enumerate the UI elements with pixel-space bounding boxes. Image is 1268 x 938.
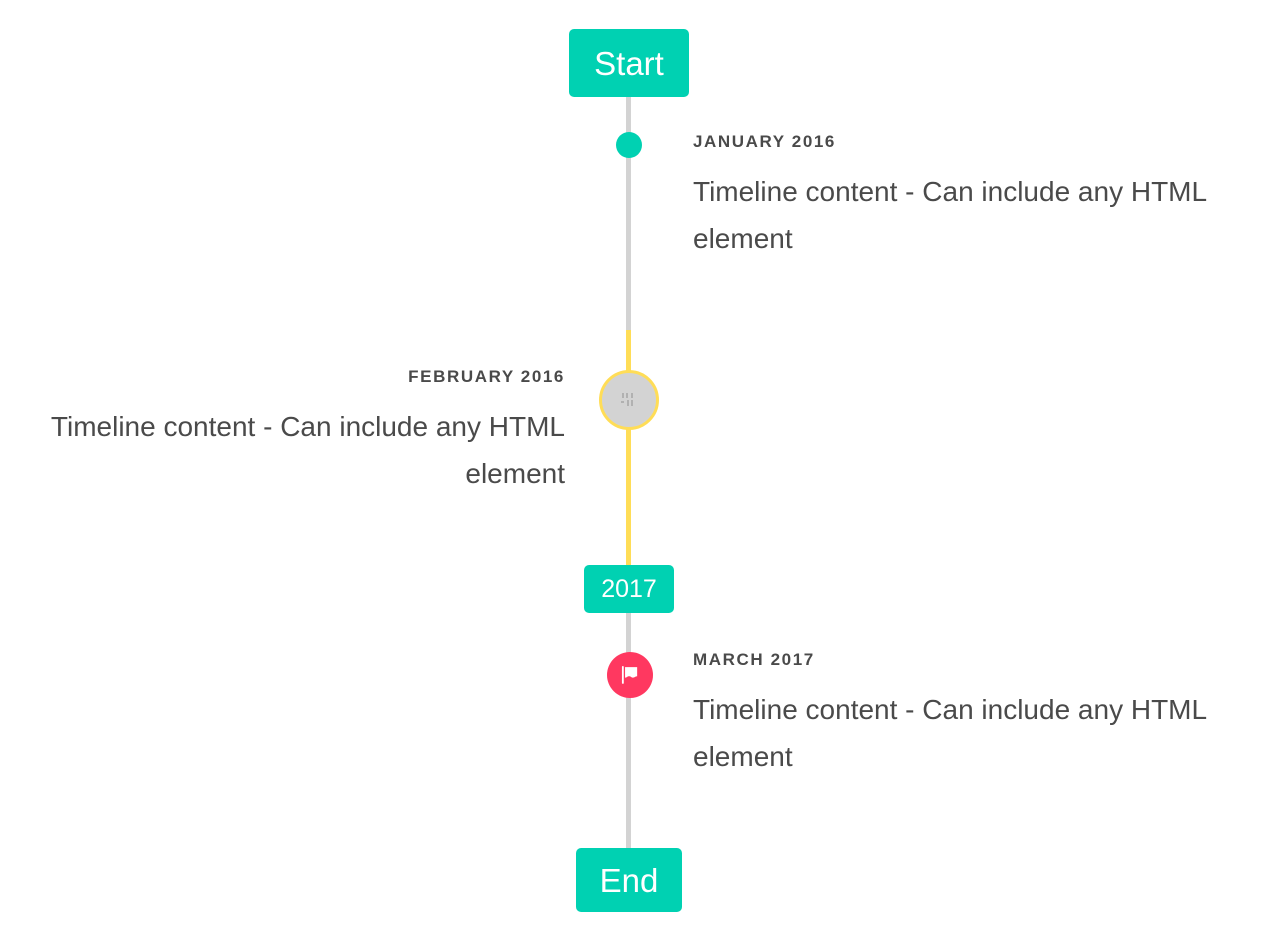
- timeline-item-heading: JANUARY 2016: [693, 132, 836, 151]
- timeline-item-body: Timeline content - Can include any HTML …: [693, 175, 1207, 255]
- flag-icon: [621, 666, 638, 684]
- timeline-connector-january-to-february: [626, 330, 631, 568]
- timeline-connector-march-to-end: [626, 612, 631, 852]
- timeline-item-march-2017: MARCH 2017 Timeline content - Can includ…: [693, 650, 1223, 781]
- timeline-item-body: Timeline content - Can include any HTML …: [50, 410, 565, 490]
- timeline-header-start-badge[interactable]: Start: [569, 29, 689, 97]
- timeline-header-2017-badge[interactable]: 2017: [584, 565, 674, 613]
- timeline-item-heading: MARCH 2017: [693, 650, 815, 669]
- timeline-item-january-2016: JANUARY 2016 Timeline content - Can incl…: [693, 132, 1223, 263]
- timeline-footer-end-label: End: [599, 861, 659, 899]
- broken-image-icon: [621, 393, 637, 407]
- timeline-marker-march-2017[interactable]: [607, 652, 653, 698]
- timeline-header-2017-label: 2017: [601, 574, 657, 603]
- timeline-connector-start-to-january: [626, 93, 631, 337]
- timeline-footer-end-badge[interactable]: End: [576, 848, 682, 912]
- timeline-marker-january-2016[interactable]: [616, 132, 642, 158]
- timeline-header-start-label: Start: [594, 44, 664, 82]
- timeline-item-heading: FEBRUARY 2016: [408, 367, 565, 386]
- timeline-item-february-2016: FEBRUARY 2016 Timeline content - Can inc…: [35, 367, 565, 498]
- timeline-marker-february-2016[interactable]: [599, 370, 659, 430]
- timeline-item-body: Timeline content - Can include any HTML …: [693, 693, 1207, 773]
